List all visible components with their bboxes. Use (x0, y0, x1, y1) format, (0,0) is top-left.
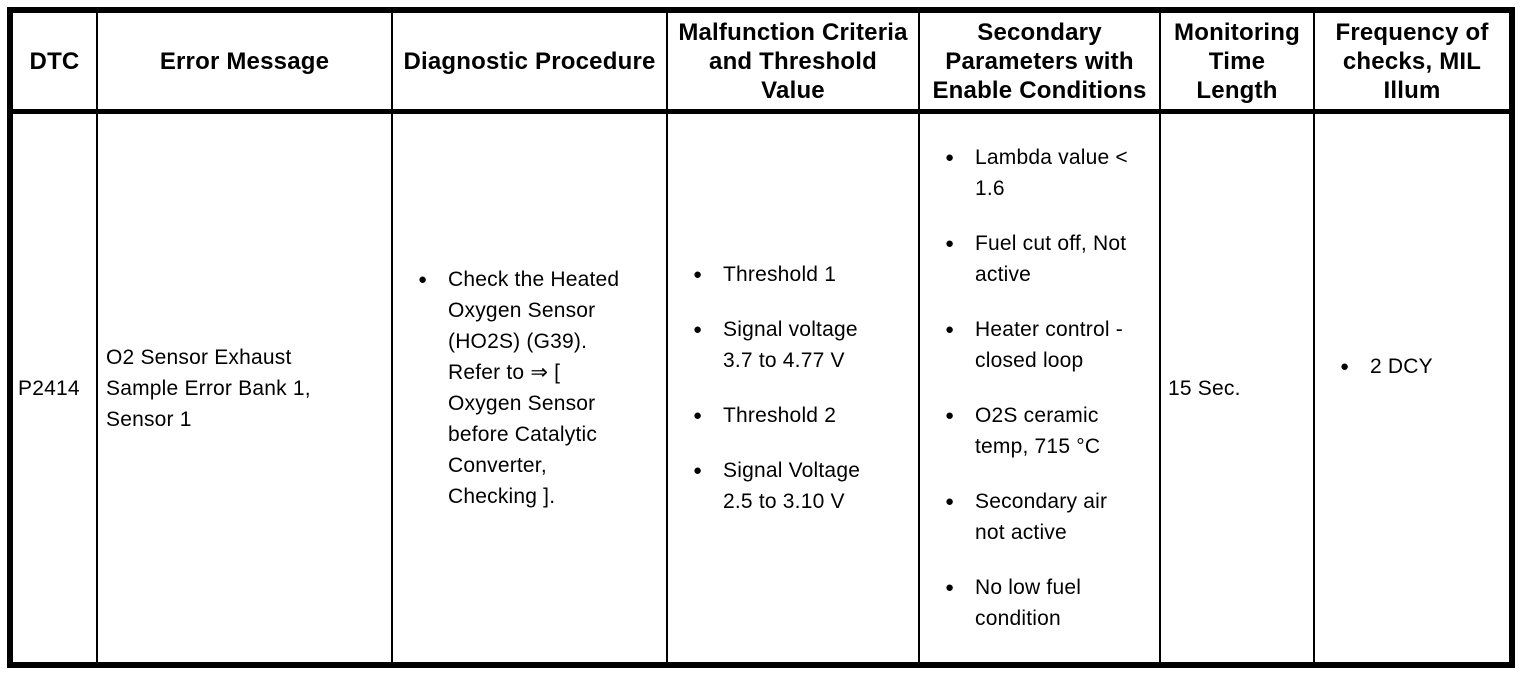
bullet-icon: ● (1340, 357, 1350, 375)
list-item: ● Check the Heated Oxygen Sensor (HO2S) … (418, 264, 662, 512)
criteria-text: Threshold 1 (723, 263, 837, 286)
bullet-icon: ● (945, 407, 955, 424)
cell-frequency: ● 2 DCY (1313, 110, 1513, 666)
col-header-dtc: DTC (9, 9, 98, 114)
bullet-icon: ● (945, 235, 955, 252)
col-header-frequency: Frequency of checks, MIL Illum (1313, 9, 1513, 114)
bullet-icon: ● (693, 321, 703, 338)
secondary-parameters-list: ● Lambda value < 1.6 ● Fuel cut off, Not… (945, 142, 1155, 634)
bullet-icon: ● (945, 321, 955, 338)
bullet-icon: ● (945, 579, 955, 596)
frequency-list: ● 2 DCY (1340, 351, 1505, 382)
list-item: ● Threshold 2 (693, 400, 914, 431)
bullet-icon: ● (693, 407, 703, 424)
list-item: ● Heater control - closed loop (945, 314, 1155, 376)
list-item: ● Fuel cut off, Not active (945, 228, 1155, 290)
cell-malfunction-criteria: ● Threshold 1 ● Signal voltage 3.7 to 4.… (666, 110, 920, 666)
parameter-text: O2S ceramic temp, 715 °C (975, 404, 1101, 458)
table-header-row: DTC Error Message Diagnostic Procedure M… (9, 9, 1513, 114)
col-header-secondary-parameters: Secondary Parameters with Enable Conditi… (918, 9, 1161, 114)
criteria-text: Signal voltage 3.7 to 4.77 V (723, 318, 858, 372)
col-header-malfunction-criteria: Malfunction Criteria and Threshold Value (666, 9, 920, 114)
cell-secondary-parameters: ● Lambda value < 1.6 ● Fuel cut off, Not… (918, 110, 1161, 666)
bullet-icon: ● (693, 462, 703, 479)
list-item: ● Signal voltage 3.7 to 4.77 V (693, 314, 914, 376)
parameter-text: Secondary air not active (975, 490, 1108, 544)
parameter-text: Lambda value < 1.6 (975, 146, 1128, 200)
criteria-text: Signal Voltage 2.5 to 3.10 V (723, 459, 861, 513)
frequency-text: 2 DCY (1370, 354, 1433, 378)
cell-diagnostic-procedure: ● Check the Heated Oxygen Sensor (HO2S) … (391, 110, 668, 666)
parameter-text: Fuel cut off, Not active (975, 232, 1127, 286)
cell-error-message: O2 Sensor Exhaust Sample Error Bank 1, S… (96, 110, 393, 666)
parameter-text: Heater control - closed loop (975, 318, 1123, 372)
col-header-error-message: Error Message (96, 9, 393, 114)
bullet-icon: ● (418, 271, 428, 288)
bullet-icon: ● (945, 149, 955, 166)
diagnostic-step-text: Check the Heated Oxygen Sensor (HO2S) (G… (448, 268, 620, 508)
list-item: ● 2 DCY (1340, 351, 1505, 382)
diagnostic-procedure-list: ● Check the Heated Oxygen Sensor (HO2S) … (418, 264, 662, 512)
malfunction-criteria-list: ● Threshold 1 ● Signal voltage 3.7 to 4.… (693, 259, 914, 517)
criteria-text: Threshold 2 (723, 404, 837, 427)
cell-dtc-code: P2414 (9, 110, 98, 666)
list-item: ● O2S ceramic temp, 715 °C (945, 400, 1155, 462)
list-item: ● No low fuel condition (945, 572, 1155, 634)
bullet-icon: ● (945, 493, 955, 510)
dtc-table: DTC Error Message Diagnostic Procedure M… (7, 7, 1515, 668)
bullet-icon: ● (693, 266, 703, 283)
parameter-text: No low fuel condition (975, 576, 1082, 630)
table-row: P2414 O2 Sensor Exhaust Sample Error Ban… (9, 110, 1513, 666)
col-header-diagnostic-procedure: Diagnostic Procedure (391, 9, 668, 114)
list-item: ● Threshold 1 (693, 259, 914, 290)
list-item: ● Signal Voltage 2.5 to 3.10 V (693, 455, 914, 517)
col-header-monitoring-time: Monitoring Time Length (1159, 9, 1315, 114)
cell-monitoring-time: 15 Sec. (1159, 110, 1315, 666)
list-item: ● Secondary air not active (945, 486, 1155, 548)
list-item: ● Lambda value < 1.6 (945, 142, 1155, 204)
